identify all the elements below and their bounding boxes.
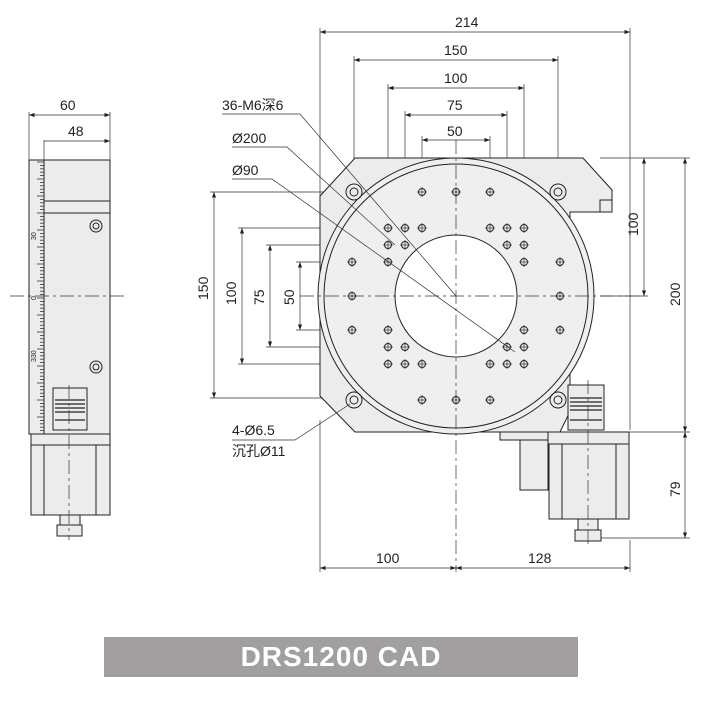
dim-bottom-100: 100 (376, 550, 400, 566)
bolt-hole-pattern (347, 187, 565, 405)
title-banner: DRS1200 CAD (104, 637, 578, 677)
dim-v-150: 150 (195, 276, 211, 300)
coupling (567, 384, 605, 431)
dim-bottom-128: 128 (528, 550, 552, 566)
callout-d90: Ø90 (232, 162, 259, 178)
dim-right-100: 100 (625, 212, 641, 236)
dim-v-100: 100 (223, 281, 239, 305)
dim-150: 150 (444, 42, 468, 58)
callout-counterbore: 沉孔Ø11 (232, 443, 286, 459)
angle-scale (37, 161, 44, 432)
dim-side-48: 48 (68, 123, 84, 139)
connector (519, 439, 549, 491)
stepper-motor (548, 443, 630, 520)
mount-holes (345, 183, 567, 409)
dim-214: 214 (455, 14, 479, 30)
callout-4-d6-5: 4-Ø6.5 (232, 422, 275, 438)
scale-label-30: 30 (31, 232, 38, 240)
dim-v-50: 50 (281, 289, 297, 305)
callout-d200: Ø200 (232, 130, 266, 146)
dim-v-75: 75 (251, 289, 267, 305)
scale-label-0: 0 (31, 296, 38, 300)
top-view: 214 150 100 75 50 150 100 75 50 (195, 14, 690, 572)
dim-100: 100 (444, 70, 468, 86)
dim-motor-79: 79 (667, 481, 683, 497)
scale-label-330: 330 (31, 350, 38, 362)
dim-right-200: 200 (667, 282, 683, 306)
side-coupling (52, 387, 88, 431)
callout-36-m6: 36-M6深6 (222, 97, 284, 113)
side-motor (30, 444, 111, 516)
dim-50: 50 (447, 123, 463, 139)
dim-75: 75 (447, 97, 463, 113)
side-view: 60 48 30 0 330 (10, 97, 125, 540)
dim-side-60: 60 (60, 97, 76, 113)
